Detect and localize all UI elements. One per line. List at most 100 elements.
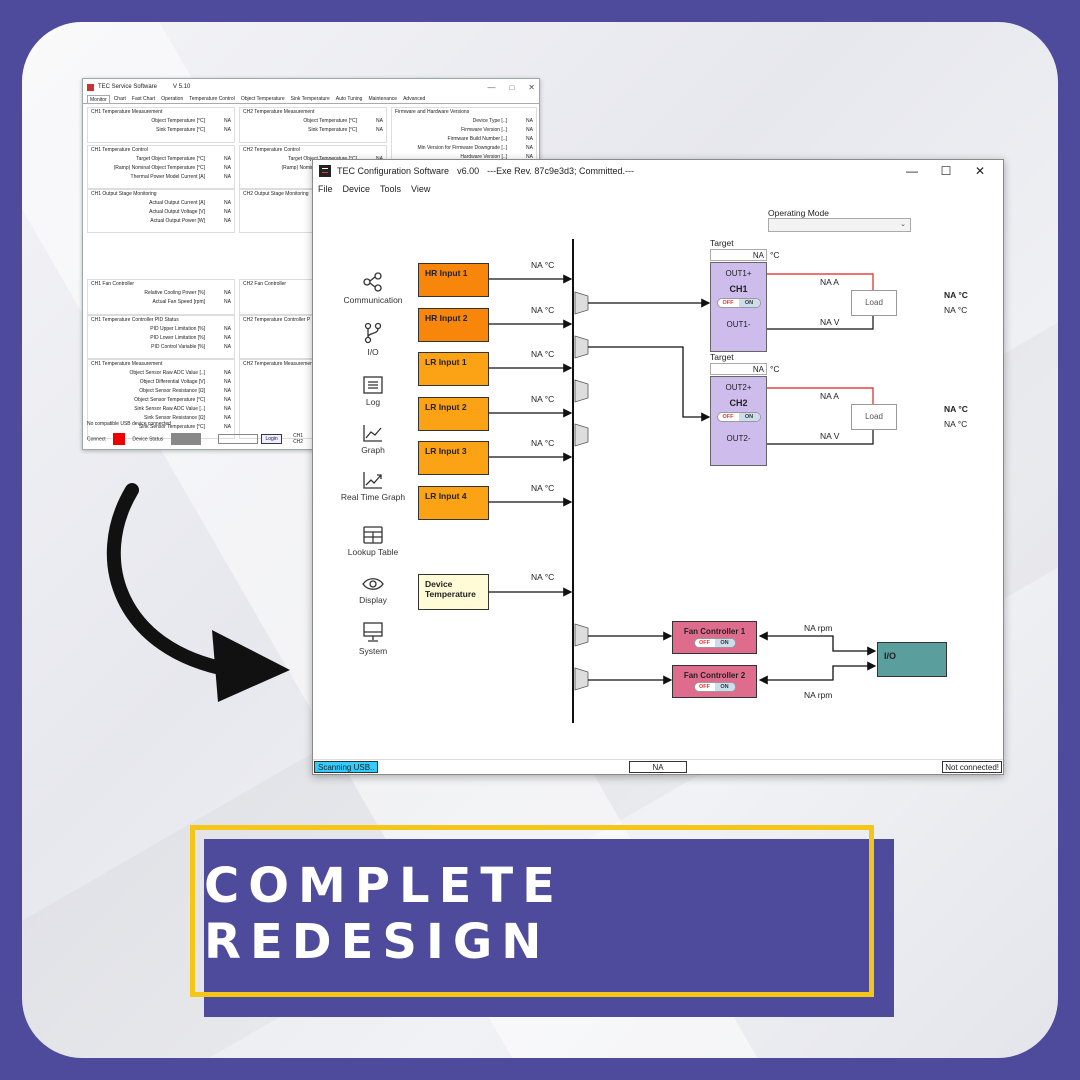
new-window-title: TEC Configuration Software	[337, 166, 450, 176]
nav-log[interactable]: Log	[337, 376, 409, 407]
tab-temperature-control[interactable]: Temperature Control	[189, 96, 235, 102]
nav-label: Communication	[343, 295, 403, 305]
old-row: Object Temperature [°C] NA	[91, 116, 231, 125]
nav-display[interactable]: Display	[337, 576, 409, 605]
old-group-title: CH1 Temperature Measurement	[91, 361, 163, 367]
nav-system[interactable]: System	[337, 621, 409, 656]
lr-input-4-block[interactable]: LR Input 4	[418, 486, 489, 520]
old-row: Actual Fan Speed [rpm]NA	[91, 297, 231, 306]
nav-graph[interactable]: Graph	[337, 424, 409, 455]
tab-advanced[interactable]: Advanced	[403, 96, 426, 102]
old-row-value: NA	[224, 208, 231, 215]
operating-mode-select[interactable]: ⌄	[768, 218, 911, 232]
lr-input-2-block[interactable]: LR Input 2	[418, 397, 489, 431]
menu-tools[interactable]: Tools	[380, 184, 402, 194]
hr-input-1-value: NA °C	[531, 260, 555, 270]
old-row-value: NA	[224, 199, 231, 206]
hr-input-1-block[interactable]: HR Input 1	[418, 263, 489, 297]
old-row: Sink Temperature [°C]NA	[243, 125, 383, 134]
minimize-icon[interactable]: —	[487, 82, 496, 92]
password-input[interactable]	[218, 434, 259, 444]
close-icon[interactable]: ✕	[528, 82, 535, 92]
tab-sink-temperature[interactable]: Sink Temperature	[290, 96, 330, 102]
ch1-target-input[interactable]: NA	[710, 249, 767, 261]
close-icon[interactable]: ✕	[974, 164, 986, 178]
ch1-current: NA A	[820, 277, 839, 287]
tab-maintenance[interactable]: Maintenance	[368, 96, 398, 102]
app-logo-icon	[319, 165, 331, 177]
maximize-icon[interactable]: □	[509, 82, 515, 92]
old-title-bar: TEC Service Software V 5.10 — □ ✕	[83, 79, 539, 95]
ch2-label: CH2	[293, 439, 304, 445]
nav-communication[interactable]: Communication	[337, 272, 409, 305]
banner-background	[204, 839, 894, 1017]
old-row-label: Target Object Temperature [°C]	[136, 155, 205, 162]
nav-lookup-table[interactable]: Lookup Table	[337, 526, 409, 557]
io-block[interactable]: I/O	[877, 642, 947, 677]
tab-object-temperature[interactable]: Object Temperature	[240, 96, 285, 102]
old-row-label: Object Differential Voltage [V]	[139, 378, 205, 385]
ch2-out-plus: OUT2+	[725, 383, 752, 392]
toggle-on: ON	[738, 413, 760, 421]
tab-chart[interactable]: Chart	[113, 96, 126, 102]
nav-real-time-graph[interactable]: Real Time Graph	[337, 471, 409, 502]
ch2-target-input[interactable]: NA	[710, 363, 767, 375]
old-row-label: PID Control Variable [%]	[151, 343, 205, 350]
fan-1-name: Fan Controller 1	[683, 627, 746, 636]
old-row-value: NA	[224, 325, 231, 332]
menu-view[interactable]: View	[411, 184, 431, 194]
ch1-load: Load	[851, 290, 897, 316]
status-bar: Scanning USB.. NA Not connected!	[313, 759, 1003, 774]
old-row: Actual Output Power [W]NA	[91, 216, 231, 225]
lr-input-1-block[interactable]: LR Input 1	[418, 352, 489, 386]
menu-file[interactable]: File	[318, 184, 333, 194]
old-row-label: Sink Sensor Temperature [°C]	[138, 423, 205, 430]
old-row: Actual Output Voltage [V]NA	[91, 207, 231, 216]
old-row-label: Target Object Temperature [°C]	[288, 155, 357, 162]
app-icon	[87, 83, 94, 91]
toggle-on: ON	[714, 683, 735, 691]
ch2-current: NA A	[820, 391, 839, 401]
lr-input-3-block[interactable]: LR Input 3	[418, 441, 489, 475]
menu-bar: File Device Tools View	[313, 182, 1003, 196]
tab-fast-chart[interactable]: Fast Chart	[131, 96, 156, 102]
old-row: Object Sensor Resistance [Ω]NA	[91, 386, 231, 395]
share-icon	[363, 272, 382, 292]
old-row: Object Temperature [°C]NA	[243, 116, 383, 125]
old-row: Target Object Temperature [°C]NA	[91, 154, 231, 163]
old-row: Object Sensor Temperature [°C]NA	[91, 395, 231, 404]
old-row-value: NA	[224, 164, 231, 171]
minimize-icon[interactable]: —	[906, 164, 918, 178]
connect-indicator[interactable]	[113, 433, 126, 445]
device-temperature-block[interactable]: Device Temperature	[418, 574, 489, 610]
ch1-target-unit: °C	[770, 250, 780, 260]
hr-input-2-block[interactable]: HR Input 2	[418, 308, 489, 342]
login-button[interactable]: Login	[261, 434, 282, 444]
nav-io[interactable]: I/O	[337, 322, 409, 357]
old-group-title: CH2 Temperature Controller P	[243, 317, 311, 323]
maximize-icon[interactable]: ☐	[940, 164, 952, 178]
usb-message: No compatible USB device connected	[87, 421, 171, 427]
tab-auto-tuning[interactable]: Auto Tuning	[335, 96, 363, 102]
old-row-label: PID Lower Limitation [%]	[150, 334, 205, 341]
old-row-label: Actual Fan Speed [rpm]	[152, 298, 205, 305]
old-row: (Ramp) Nominal Object Temperature [°C]NA	[91, 163, 231, 172]
tab-operation[interactable]: Operation	[161, 96, 184, 102]
old-group-title: CH1 Temperature Controller PID Status	[91, 317, 179, 323]
menu-device[interactable]: Device	[342, 184, 371, 194]
old-row-label: Object Temperature [°C]	[151, 117, 205, 124]
old-row-value: NA	[224, 117, 231, 124]
old-row-value: NA	[526, 144, 533, 151]
tab-monitor[interactable]: Monitor	[87, 95, 110, 103]
old-row: Thermal Power Model Current [A]NA	[91, 172, 231, 181]
